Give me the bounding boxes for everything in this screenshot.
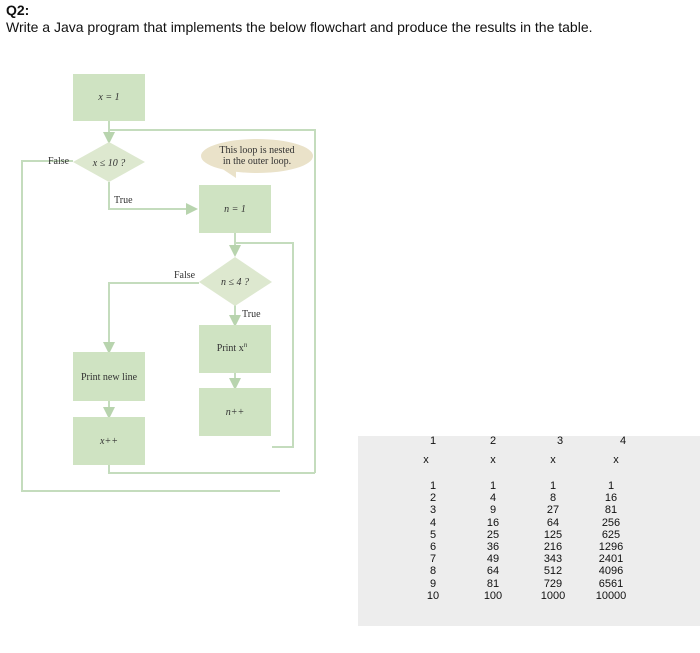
outer-false-label: False [48, 156, 70, 167]
table-cell: 25 [486, 528, 500, 541]
print-newline-box [73, 352, 145, 401]
table-cell: 2401 [598, 553, 624, 566]
n-increment-label: n++ [226, 407, 245, 418]
table-cell: 27 [546, 504, 560, 517]
x-increment-label: x++ [99, 436, 118, 447]
inner-true-label: True [242, 309, 261, 320]
table-cell: 3 [429, 504, 437, 517]
header-col-2: 2 x [458, 436, 528, 466]
table-cell: 81 [486, 577, 500, 590]
outer-condition-label: x ≤ 10 ? [92, 158, 125, 169]
table-cell: 2 [429, 492, 437, 505]
table-cell: 1000 [540, 589, 566, 602]
table-column-1: 1 2 3 4 5 6 7 8 9 10 [398, 480, 468, 602]
header-exponent: 4 [619, 435, 627, 447]
header-variable: x [613, 454, 619, 466]
table-cell: 8 [549, 492, 557, 505]
x-increment-box [73, 417, 145, 465]
table-cell: 7 [429, 553, 437, 566]
print-newline-label: Print new line [81, 372, 138, 383]
table-cell: 100 [483, 589, 503, 602]
table-column-2: 1 4 9 16 25 36 49 64 81 100 [458, 480, 528, 602]
inner-init-box [199, 185, 271, 233]
print-power-box [199, 325, 271, 373]
table-cell: 729 [543, 577, 563, 590]
init-box [73, 74, 145, 121]
table-cell: 49 [486, 553, 500, 566]
table-cell: 1 [549, 480, 557, 492]
n-increment-box [199, 388, 271, 436]
table-cell: 10 [426, 589, 440, 602]
header-variable: x [490, 454, 496, 466]
table-cell: 125 [543, 528, 563, 541]
table-cell: 1296 [598, 541, 624, 554]
header-exponent: 3 [556, 435, 564, 447]
table-cell: 9 [489, 504, 497, 517]
table-cell: 64 [486, 565, 500, 578]
print-power-exponent: n [244, 341, 248, 349]
print-power-text: Print x [217, 343, 244, 354]
outer-condition-diamond [73, 142, 145, 182]
table-cell: 512 [543, 565, 563, 578]
header-exponent: 1 [429, 435, 437, 447]
callout-bubble [201, 139, 313, 173]
table-column-3: 1 8 27 64 125 216 343 512 729 1000 [518, 480, 588, 602]
table-cell: 216 [543, 541, 563, 554]
header-col-1: 1 x [398, 436, 468, 466]
table-cell: 4 [429, 516, 437, 529]
table-cell: 64 [546, 516, 560, 529]
header-exponent: 2 [489, 435, 497, 447]
table-cell: 343 [543, 553, 563, 566]
callout-line-2: in the outer loop. [223, 156, 291, 167]
question-label: Q2: [6, 2, 30, 18]
table-cell: 625 [601, 528, 621, 541]
table-cell: 10000 [595, 589, 627, 602]
inner-condition-diamond [199, 257, 272, 306]
table-cell: 81 [604, 504, 618, 517]
outer-true-label: True [114, 195, 133, 206]
question-text: Write a Java program that implements the… [6, 19, 593, 35]
table-cell: 1 [429, 480, 437, 492]
table-cell: 9 [429, 577, 437, 590]
header-col-3: 3 x [525, 436, 595, 466]
table-cell: 1 [489, 480, 497, 492]
table-cell: 6 [429, 541, 437, 554]
flow-connectors [21, 121, 316, 492]
table-cell: 4096 [598, 565, 624, 578]
table-cell: 1 [607, 480, 615, 492]
header-variable: x [423, 454, 429, 466]
table-column-4: 1 16 81 256 625 1296 2401 4096 6561 1000… [576, 480, 646, 602]
table-cell: 16 [486, 516, 500, 529]
inner-condition-label: n ≤ 4 ? [221, 277, 249, 288]
table-background [358, 436, 700, 626]
table-cell: 4 [489, 492, 497, 505]
init-label: x = 1 [97, 92, 119, 103]
header-col-4: 4 x [588, 436, 658, 466]
table-cell: 8 [429, 565, 437, 578]
flowchart: This loop is nested in the outer loop. x… [21, 74, 316, 492]
table-cell: 5 [429, 528, 437, 541]
callout-line-1: This loop is nested [219, 145, 294, 156]
header-variable: x [550, 454, 556, 466]
table-cell: 256 [601, 516, 621, 529]
inner-false-label: False [174, 270, 196, 281]
inner-init-label: n = 1 [224, 204, 246, 215]
print-power-label: Print xn [217, 341, 248, 354]
table-cell: 36 [486, 541, 500, 554]
table-cell: 16 [604, 492, 618, 505]
table-cell: 6561 [598, 577, 624, 590]
